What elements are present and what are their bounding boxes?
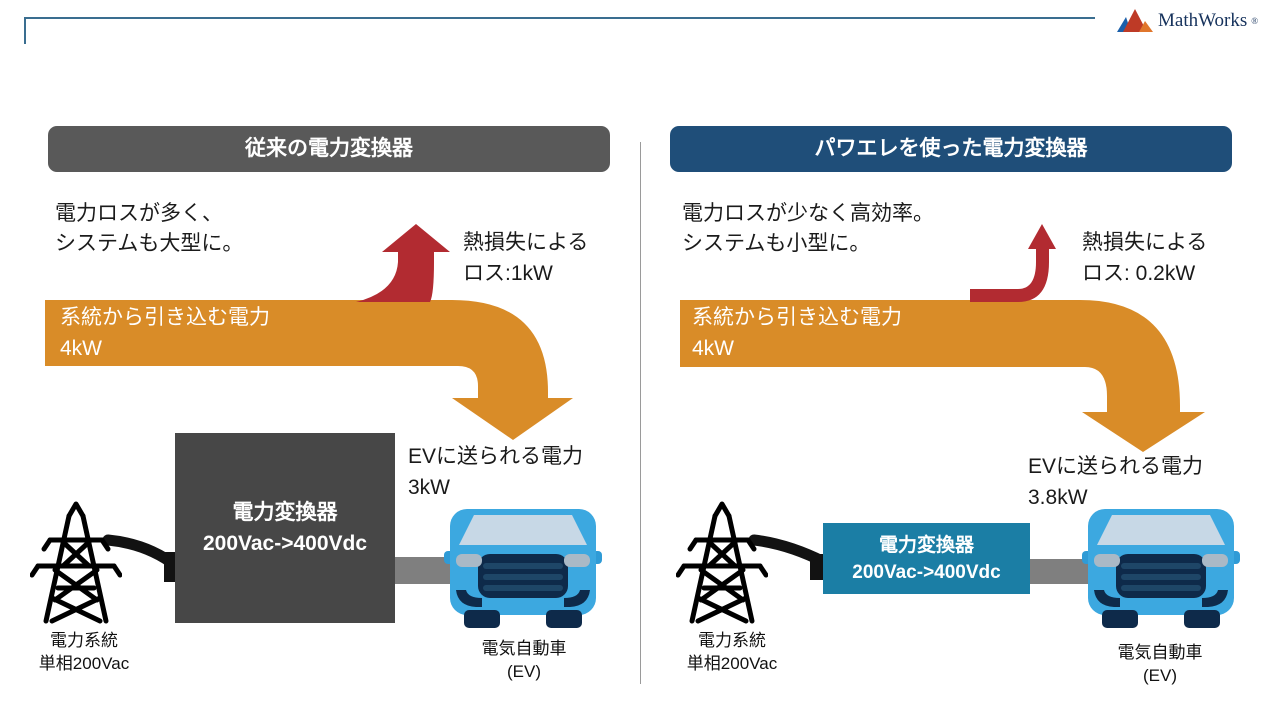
grid-label-left-line2: 単相200Vac — [38, 654, 130, 673]
converter-box-right-title: 電力変換器 — [878, 534, 974, 556]
ev-label-right-line2: (EV) — [1143, 666, 1177, 685]
powerelec-description-line2: システムも小型に。 — [682, 232, 871, 255]
grid-power-label-left-line1: 系統から引き込む電力 — [60, 306, 270, 329]
heat-loss-value-right: ロス: 0.2kW — [1082, 262, 1196, 285]
powerelec-converter-header: パワエレを使った電力変換器 — [670, 126, 1232, 172]
ev-label-left: 電気自動車 (EV) — [458, 637, 590, 683]
ev-power-value-right: 3.8kW — [1028, 486, 1088, 509]
heat-loss-label-left: 熱損失による ロス:1kW — [463, 227, 588, 289]
heat-loss-arrow-left — [356, 224, 450, 302]
grid-power-label-right: 系統から引き込む電力 4kW — [692, 302, 902, 364]
ev-car-icon-right — [1082, 509, 1240, 628]
ev-power-value-left: 3kW — [408, 476, 450, 499]
conventional-description-line1: 電力ロスが多く、 — [55, 202, 223, 225]
transmission-tower-icon-left — [30, 501, 122, 624]
grid-power-arrow-right — [680, 300, 1205, 452]
ev-label-left-line1: 電気自動車 — [481, 639, 567, 658]
converter-box-right: 電力変換器 200Vac->400Vdc — [823, 523, 1030, 594]
ev-power-label-right-line1: EVに送られる電力 — [1028, 455, 1204, 478]
registered-mark: ® — [1251, 16, 1259, 26]
grid-power-value-left: 4kW — [60, 337, 102, 360]
cable-plug-right — [810, 554, 826, 580]
converter-box-left: 電力変換器 200Vac->400Vdc — [175, 433, 395, 623]
heat-loss-label-left-line1: 熱損失による — [463, 231, 589, 254]
ev-power-label-left-line1: EVに送られる電力 — [408, 445, 584, 468]
grid-power-label-left: 系統から引き込む電力 4kW — [60, 302, 270, 364]
ev-power-label-left: EVに送られる電力 3kW — [408, 441, 583, 503]
grid-label-right-line1: 電力系統 — [698, 631, 766, 650]
heat-loss-label-right-line1: 熱損失による — [1082, 231, 1208, 254]
ev-car-icon-left — [444, 509, 602, 628]
converter-box-left-spec: 200Vac->400Vdc — [202, 532, 368, 555]
grid-label-left: 電力系統 単相200Vac — [28, 629, 140, 675]
conventional-converter-header: 従来の電力変換器 — [48, 126, 610, 172]
heat-loss-arrow-right — [970, 224, 1056, 302]
cable-plug-left — [164, 552, 178, 582]
grid-label-right-line2: 単相200Vac — [686, 654, 778, 673]
powerelec-description: 電力ロスが少なく高効率。 システムも小型に。 — [682, 199, 934, 259]
grid-label-left-line1: 電力系統 — [50, 631, 118, 650]
mathworks-logo-icon — [1117, 9, 1153, 32]
ev-label-left-line2: (EV) — [507, 662, 541, 681]
charge-connector-right — [1028, 559, 1090, 584]
converter-box-left-title: 電力変換器 — [232, 501, 338, 524]
panel-divider — [640, 142, 641, 684]
powerelec-description-line1: 電力ロスが少なく高効率。 — [682, 202, 934, 225]
ev-label-right: 電気自動車 (EV) — [1094, 641, 1226, 687]
conventional-description: 電力ロスが多く、 システムも大型に。 — [55, 199, 243, 259]
grid-power-value-right: 4kW — [692, 337, 734, 360]
ev-label-right-line1: 電気自動車 — [1117, 643, 1203, 662]
charge-connector-left — [393, 557, 451, 584]
conventional-description-line2: システムも大型に。 — [55, 232, 244, 255]
transmission-tower-icon-right — [676, 501, 768, 624]
heat-loss-value-left: ロス:1kW — [463, 262, 553, 285]
mathworks-logo: MathWorks® — [1116, 8, 1258, 34]
ev-power-label-right: EVに送られる電力 3.8kW — [1028, 451, 1203, 513]
grid-label-right: 電力系統 単相200Vac — [676, 629, 788, 675]
grid-power-arrow-left — [45, 300, 573, 440]
header-rule — [24, 17, 1095, 44]
converter-box-right-spec: 200Vac->400Vdc — [852, 561, 1001, 583]
grid-power-label-right-line1: 系統から引き込む電力 — [692, 306, 902, 329]
mathworks-logo-text: MathWorks — [1158, 10, 1248, 31]
heat-loss-label-right: 熱損失による ロス: 0.2kW — [1082, 227, 1207, 289]
